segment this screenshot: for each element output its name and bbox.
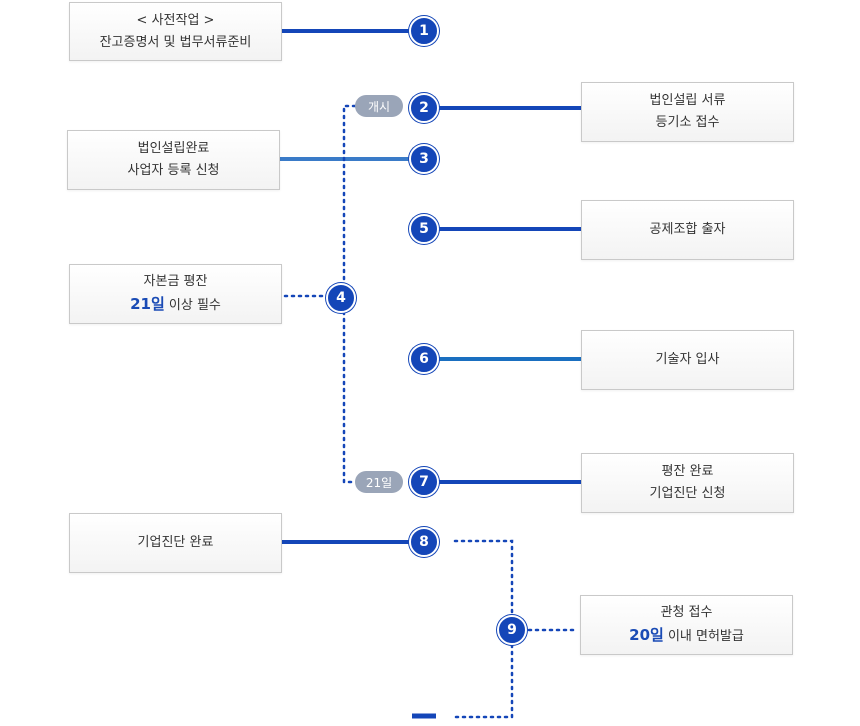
dotted-diagnosis-to-office: [453, 539, 514, 719]
box-engineer: 기술자 입사: [581, 330, 794, 390]
box-corp-complete: 법인설립완료 사업자 등록 신청: [67, 130, 280, 190]
step-node-1: 1: [409, 16, 439, 46]
box-corp-docs-text: 등기소 접수: [655, 115, 720, 130]
box-office-title: 관청 접수: [660, 605, 713, 620]
step-node-5: 5: [409, 214, 439, 244]
box-corp-docs-title: 법인설립 서류: [649, 93, 726, 108]
box-capital: 자본금 평잔 21일 이상 필수: [69, 264, 282, 324]
step-node-9: 9: [497, 615, 527, 645]
box-diagnosis-done: 기업진단 완료: [69, 513, 282, 573]
box-balance-done-title: 평잔 완료: [661, 464, 714, 479]
box-corp-docs: 법인설립 서류 등기소 접수: [581, 82, 794, 142]
box-mutual-aid-text: 공제조합 출자: [649, 222, 726, 237]
step-node-8: 8: [409, 527, 439, 557]
box-capital-text: 21일 이상 필수: [130, 293, 221, 317]
box-corp-complete-text: 사업자 등록 신청: [127, 163, 220, 178]
box-balance-done: 평잔 완료 기업진단 신청: [581, 453, 794, 513]
box-diagnosis-done-text: 기업진단 완료: [137, 535, 214, 550]
box-prework-title: < 사전작업 >: [136, 12, 215, 28]
box-prework-text: 잔고증명서 및 법무서류준비: [99, 34, 252, 50]
step-node-2: 2: [409, 93, 439, 123]
box-office: 관청 접수 20일 이내 면허발급: [580, 595, 793, 655]
box-mutual-aid: 공제조합 출자: [581, 200, 794, 260]
box-engineer-text: 기술자 입사: [655, 352, 720, 367]
box-office-text: 20일 이내 면허발급: [629, 624, 744, 648]
box-capital-days: 21일: [130, 295, 165, 313]
box-capital-title: 자본금 평잔: [143, 274, 208, 289]
box-office-days: 20일: [629, 626, 664, 644]
box-office-rest: 이내 면허발급: [663, 629, 744, 644]
step-node-4: 4: [326, 283, 356, 313]
step-node-6: 6: [409, 344, 439, 374]
pill-start: 개시: [355, 95, 403, 117]
box-corp-complete-title: 법인설립완료: [137, 141, 210, 156]
pill-21-days: 21일: [355, 471, 403, 493]
box-capital-rest: 이상 필수: [164, 298, 221, 313]
step-node-3: 3: [409, 144, 439, 174]
box-prework: < 사전작업 > 잔고증명서 및 법무서류준비: [69, 2, 282, 61]
step-node-7: 7: [409, 467, 439, 497]
box-balance-done-text: 기업진단 신청: [649, 486, 726, 501]
